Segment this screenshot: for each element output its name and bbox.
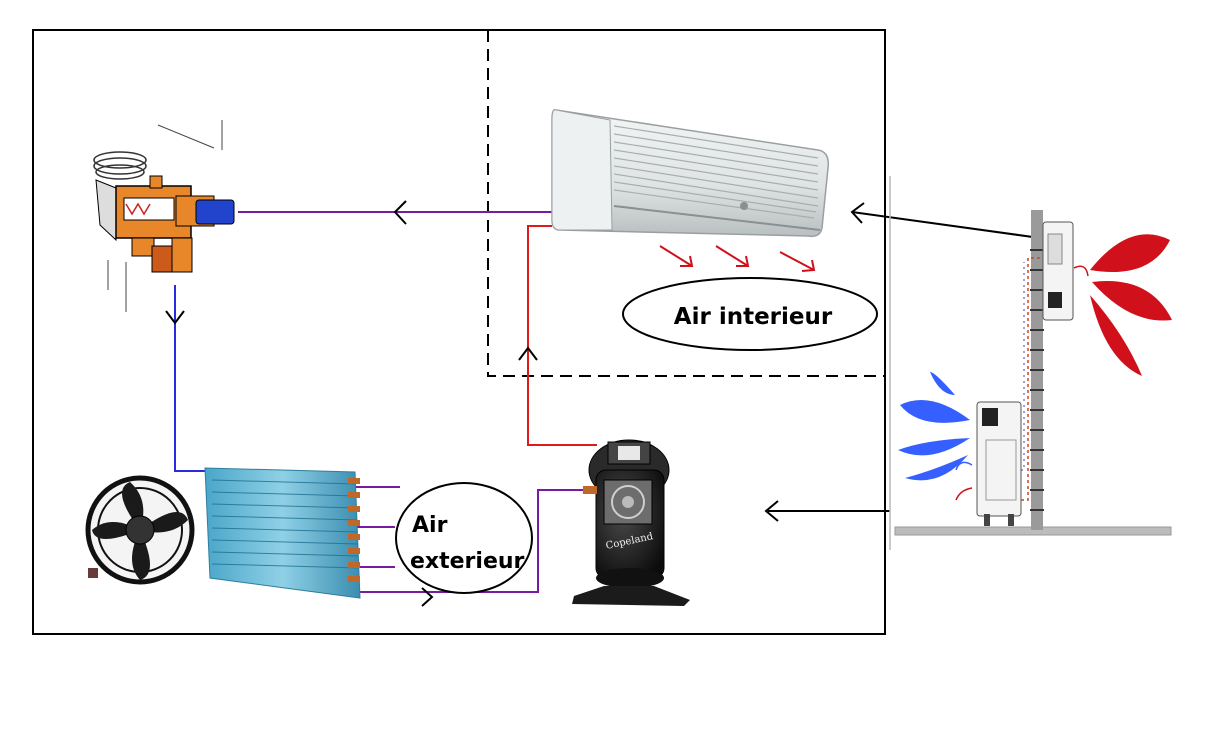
indoor-air-arrows xyxy=(659,245,816,272)
system-boundary-frame xyxy=(32,29,886,635)
flow-arrow-up xyxy=(518,346,538,361)
flow-arrows xyxy=(165,200,538,607)
outdoor-air-label-line2: exterieur xyxy=(410,549,525,574)
outdoor-air-label-line1: Air xyxy=(412,513,448,538)
indoor-zone-boundary xyxy=(487,30,886,377)
pointer-arrowhead xyxy=(850,202,865,224)
flow-arrow-left xyxy=(393,200,407,225)
flow-arrow-right xyxy=(421,587,434,607)
discharge-line xyxy=(527,225,597,446)
pointer-arrowhead xyxy=(764,500,779,522)
suction-line xyxy=(174,285,212,472)
scroll-compressor-icon: Copeland xyxy=(572,439,690,606)
condenser-fan-icon xyxy=(85,475,195,585)
outdoor-air-label-bubble xyxy=(395,482,533,594)
indoor-air-label: Air interieur xyxy=(674,304,833,330)
indoor-air-label-bubble xyxy=(622,277,878,351)
expansion-valve-icon xyxy=(93,120,235,312)
flow-arrow-down xyxy=(165,310,185,325)
pointer-arrows xyxy=(764,202,1041,522)
indoor-split-unit-icon xyxy=(551,108,830,238)
wall-mounted-split-system-icon xyxy=(889,176,1172,550)
condenser-coil-icon xyxy=(204,467,361,599)
